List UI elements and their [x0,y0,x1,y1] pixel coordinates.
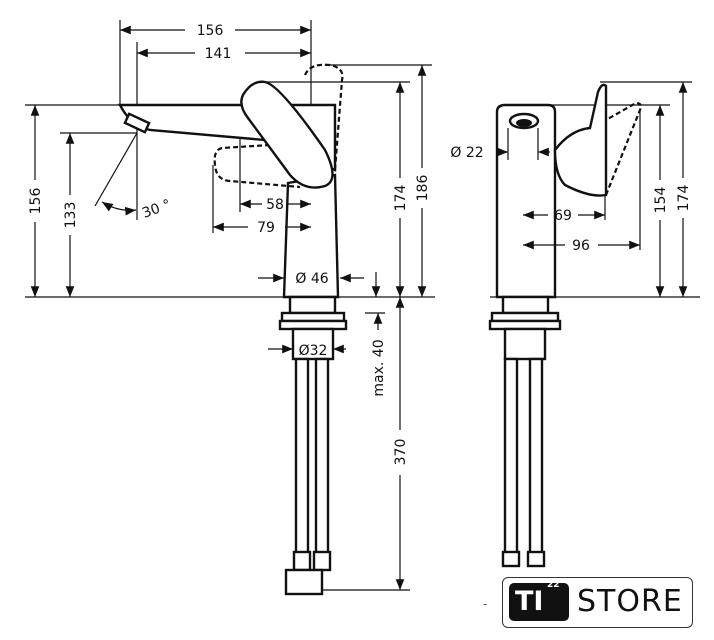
front-lever [553,83,608,197]
dim-body-diameter: Ø 46 [295,271,328,287]
dim-96: 96 [572,238,590,254]
dim-79: 79 [257,220,275,236]
dim-height-154: 154 [653,187,669,214]
logo-superscript: 22 [547,580,560,590]
dim-width-156: 156 [197,23,224,39]
lever-left-dashed [213,143,301,189]
dim-height-133: 133 [63,202,79,229]
logo-word: STORE [577,584,683,619]
dim-max-40: max. 40 [371,339,387,396]
front-mounting-set [488,295,562,568]
aerator [123,112,151,134]
store-logo: TI 22 STORE [502,577,693,628]
front-view: Ø 22 69 96 154 174 [450,81,700,568]
logo-mark: TI [509,583,569,621]
dim-hose-370: 370 [393,439,409,466]
dim-width-141: 141 [205,46,232,62]
side-view: 156 141 58 79 Ø 46 30 ° 156 133 174 186 [25,20,435,596]
logo-prefix: - [483,597,488,611]
dim-front-height-174: 174 [676,185,692,212]
mounting-set [278,295,348,596]
dim-outlet-diameter: Ø 22 [450,145,483,161]
dim-height-156: 156 [28,188,44,215]
front-lever-dashed [604,101,642,196]
dim-height-186: 186 [415,175,431,202]
dim-58: 58 [266,197,284,213]
dim-angle-30: 30 ° [140,197,173,222]
dim-height-174: 174 [393,185,409,212]
lever [240,80,334,189]
lever-up-dashed [303,63,344,171]
dim-69: 69 [554,208,572,224]
dim-shank-diameter: Ø32 [299,343,328,359]
front-body [495,103,557,299]
